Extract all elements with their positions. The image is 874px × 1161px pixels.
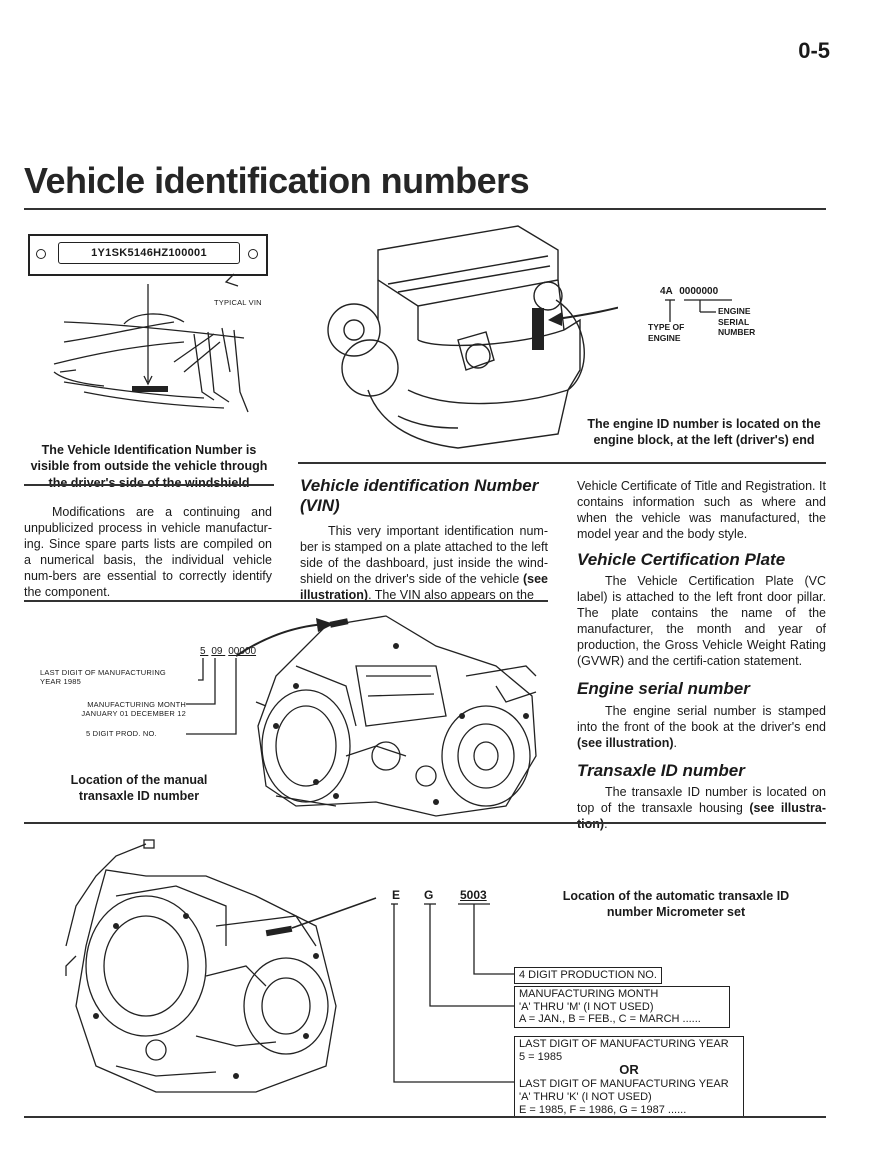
- engine-serial-heading: Engine serial number: [577, 679, 750, 699]
- engine-type-code: 4A: [660, 286, 673, 297]
- title-registration-paragraph: Vehicle Certificate of Title and Registr…: [577, 479, 826, 541]
- manual-code-leaders: [186, 658, 237, 735]
- auto-code-leaders: [391, 903, 514, 1083]
- engine-serial-paragraph: The engine serial number is stamped into…: [577, 703, 826, 751]
- page-title: Vehicle identification numbers: [24, 160, 530, 201]
- vin-figure: 1Y1SK5146HZ100001 TYPICAL VIN The Vehicl…: [24, 228, 274, 490]
- manual-figure-caption: Location of the manual transaxle ID numb…: [70, 773, 208, 804]
- manufacturing-month-label: MANUFACTURING MONTH JANUARY 01 DECEMBER …: [44, 700, 186, 719]
- year-box-line-3: LAST DIGIT OF MANUFACTURING YEAR: [519, 1078, 729, 1091]
- typical-vin-label: TYPICAL VIN: [214, 298, 262, 307]
- manual-transaxle-illustration: [236, 615, 537, 817]
- engine-serial-text-end: .: [673, 735, 678, 750]
- engine-code: 4A 0000000: [660, 286, 718, 297]
- auto-code-g: G: [424, 888, 434, 902]
- engine-serial-text: The engine serial number is stamped into…: [577, 703, 826, 734]
- auto-code-e: E: [392, 888, 401, 902]
- transaxle-text: The transaxle ID number is located on to…: [577, 785, 826, 816]
- engine-serial-see-illustration: (see illustration): [577, 735, 674, 750]
- production-number-box: 4 DIGIT PRODUCTION NO.: [514, 967, 662, 984]
- last-digit-year-label: LAST DIGIT OF MANUFACTURING YEAR 1985: [40, 668, 166, 687]
- last-digit-year-line-2: YEAR 1985: [40, 677, 81, 687]
- rivet-icon: [36, 249, 46, 259]
- auto-code-number: 5003: [460, 888, 487, 902]
- engine-figure-caption: The engine ID number is located on the e…: [587, 417, 821, 448]
- month-box-line-3: A = JAN., B = FEB., C = MARCH ......: [519, 1013, 701, 1026]
- windshield-illustration: [53, 273, 249, 413]
- engine-illustration: [327, 225, 618, 449]
- vin-text-end: . The VIN also appears on the: [368, 587, 534, 602]
- page-number: 0-5: [798, 38, 830, 63]
- transaxle-paragraph: The transaxle ID number is located on to…: [577, 784, 826, 832]
- vin-heading: Vehicle identification Number (VIN): [300, 476, 539, 516]
- year-box-line-2: 5 = 1985: [519, 1050, 563, 1063]
- manufacturing-year-box: LAST DIGIT OF MANUFACTURING YEAR 5 = 198…: [514, 1036, 744, 1119]
- title-rule: [24, 208, 826, 210]
- year-box-line-1: LAST DIGIT OF MANUFACTURING YEAR: [519, 1038, 729, 1050]
- vc-plate-paragraph: The Vehicle Certification Plate (VC labe…: [577, 574, 826, 669]
- manufacturing-month-box: MANUFACTURING MONTH 'A' THRU 'M' (I NOT …: [514, 986, 730, 1028]
- rivet-icon: [248, 249, 258, 259]
- prod-number-label: 5 DIGIT PROD. NO.: [86, 729, 157, 738]
- figure-rule-right: [298, 462, 826, 464]
- type-of-engine-label: TYPE OF ENGINE: [648, 322, 685, 343]
- engine-serial-number-label: ENGINE SERIAL NUMBER: [718, 306, 756, 338]
- bottom-rule: [24, 1116, 826, 1118]
- manual-figure-rule: [24, 822, 826, 824]
- last-digit-year-line-1: LAST DIGIT OF MANUFACTURING: [40, 668, 166, 677]
- manufacturing-month-line-1: MANUFACTURING MONTH: [87, 700, 186, 709]
- column-three: Vehicle Certificate of Title and Registr…: [577, 478, 826, 832]
- vin-value: 1Y1SK5146HZ100001: [58, 242, 240, 264]
- automatic-figure-caption: Location of the automatic transaxle ID n…: [562, 889, 790, 920]
- manual-code-year: 5: [200, 646, 206, 657]
- vc-plate-heading: Vehicle Certification Plate: [577, 550, 786, 569]
- vin-see-illustration: (see illustration): [300, 571, 548, 602]
- transaxle-heading: Transaxle ID number: [577, 760, 745, 780]
- automatic-transaxle-illustration: [65, 839, 377, 1093]
- month-box-line-1: MANUFACTURING MONTH: [519, 988, 659, 1000]
- engine-serial-code: 0000000: [679, 286, 719, 297]
- vin-plate: 1Y1SK5146HZ100001: [28, 234, 268, 276]
- month-box-line-2: 'A' THRU 'M' (I NOT USED): [519, 1000, 654, 1013]
- year-box-line-4: 'A' THRU 'K' (I NOT USED): [519, 1090, 652, 1103]
- figure-rule-left: [24, 484, 274, 486]
- vin-text: This very important identification num-b…: [300, 523, 548, 586]
- manufacturing-month-line-2: JANUARY 01 DECEMBER 12: [81, 709, 186, 719]
- text-rule: [24, 600, 548, 602]
- vin-paragraph: This very important identification num-b…: [300, 523, 548, 603]
- transaxle-text-end: .: [604, 817, 608, 832]
- year-box-or: OR: [619, 1062, 639, 1078]
- vin-section: Vehicle identification Number (VIN) This…: [300, 476, 548, 603]
- engine-code-callout: [665, 299, 732, 322]
- manual-code-month: 09: [211, 646, 223, 657]
- vin-figure-caption: The Vehicle Identification Number is vis…: [30, 443, 268, 490]
- intro-paragraph: Modifications are a continuing and unpub…: [24, 505, 272, 599]
- transaxle-see-illustration: (see illustra-tion): [577, 801, 827, 832]
- year-box-line-5: E = 1985, F = 1986, G = 1987 ......: [519, 1103, 687, 1116]
